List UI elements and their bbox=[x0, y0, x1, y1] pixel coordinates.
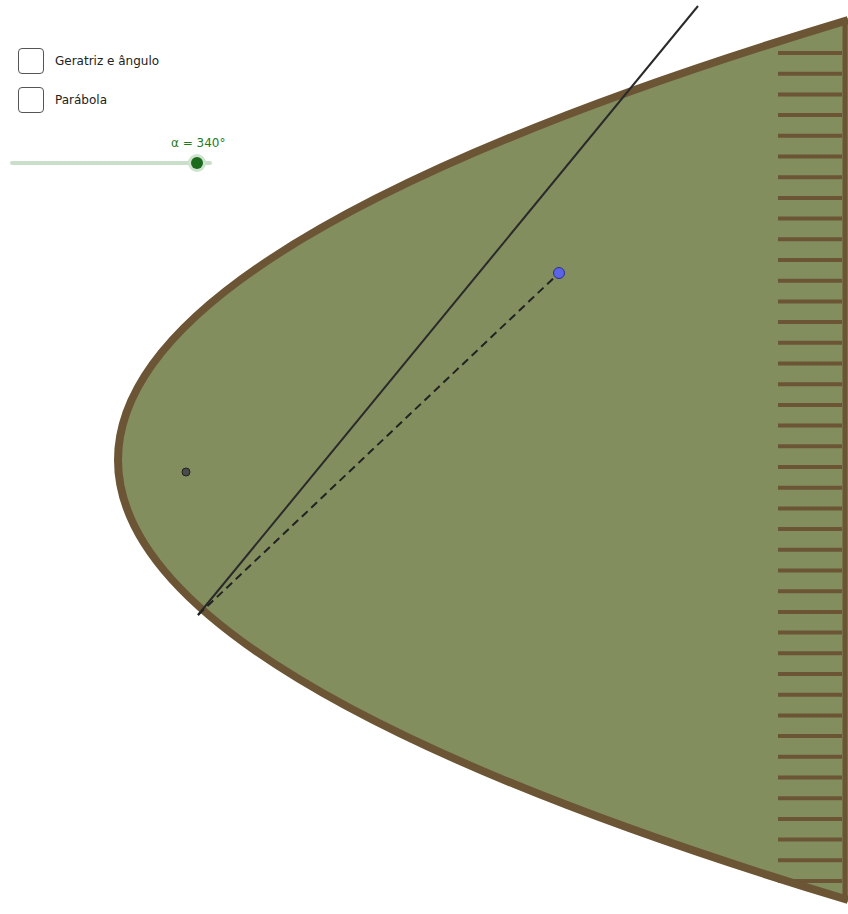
slider-label: α = 340° bbox=[171, 136, 226, 150]
ruler-tick bbox=[778, 465, 842, 469]
slider-track bbox=[12, 161, 210, 165]
dashed-segment bbox=[198, 273, 559, 615]
ruler-tick bbox=[778, 175, 842, 179]
generatrix-line bbox=[198, 6, 698, 615]
checkbox bbox=[18, 48, 44, 74]
checkbox bbox=[18, 87, 44, 113]
ruler-tick bbox=[778, 776, 842, 780]
movable-point bbox=[554, 268, 565, 279]
ruler-tick bbox=[778, 610, 842, 614]
ruler-tick bbox=[778, 589, 842, 593]
ruler-tick bbox=[778, 444, 842, 448]
checkbox-label: Parábola bbox=[55, 93, 107, 107]
parabola-curve bbox=[118, 20, 848, 900]
ruler-tick bbox=[778, 796, 842, 800]
ruler-tick bbox=[778, 299, 842, 303]
ruler-tick bbox=[778, 51, 842, 55]
ruler-ticks bbox=[778, 53, 842, 881]
ruler-tick bbox=[778, 838, 842, 842]
ruler-tick bbox=[778, 279, 842, 283]
ruler-tick bbox=[778, 755, 842, 759]
ruler-tick bbox=[778, 155, 842, 159]
ruler-tick bbox=[778, 569, 842, 573]
ruler-tick bbox=[778, 92, 842, 96]
ruler-tick bbox=[778, 817, 842, 821]
ruler-tick bbox=[778, 341, 842, 345]
ruler-tick bbox=[778, 548, 842, 552]
ruler-tick bbox=[778, 424, 842, 428]
ruler-tick bbox=[778, 506, 842, 510]
ruler-tick bbox=[778, 217, 842, 221]
slider-knob bbox=[191, 157, 203, 169]
ruler-tick bbox=[778, 113, 842, 117]
ruler-tick bbox=[778, 403, 842, 407]
ruler-tick bbox=[778, 196, 842, 200]
ruler-tick bbox=[778, 134, 842, 138]
ruler-tick bbox=[778, 258, 842, 262]
focus-point bbox=[182, 468, 190, 476]
ruler-tick bbox=[778, 651, 842, 655]
checkbox-label: Geratriz e ângulo bbox=[55, 54, 159, 68]
ruler-tick bbox=[778, 362, 842, 366]
directrix-edge bbox=[843, 18, 848, 902]
slider-halo bbox=[188, 154, 206, 172]
ruler-tick bbox=[778, 72, 842, 76]
ruler-tick bbox=[778, 672, 842, 676]
ruler-tick bbox=[778, 734, 842, 738]
ruler-tick bbox=[778, 382, 842, 386]
ruler-tick bbox=[778, 486, 842, 490]
ruler-tick bbox=[778, 237, 842, 241]
ruler-tick bbox=[778, 320, 842, 324]
ruler-tick bbox=[778, 527, 842, 531]
ruler-tick bbox=[778, 858, 842, 862]
ruler-tick bbox=[778, 693, 842, 697]
parabola-region bbox=[118, 20, 848, 900]
ruler-tick bbox=[778, 713, 842, 717]
ruler-tick bbox=[778, 631, 842, 635]
